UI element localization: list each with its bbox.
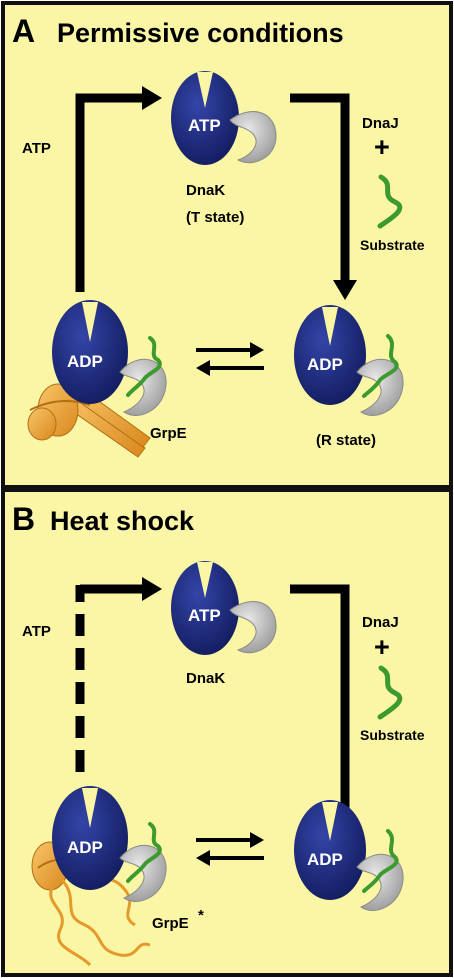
dnaj-label: DnaJ — [362, 115, 399, 132]
grpe-label: GrpE — [150, 425, 187, 442]
bound-substrate — [126, 822, 162, 883]
dnak-label-b: DnaK — [186, 670, 225, 687]
dnak-cleft — [197, 72, 213, 108]
bound-substrate — [126, 336, 162, 397]
dnak-label: DnaK — [186, 182, 225, 199]
dnak-top-nucleotide-b: ATP — [188, 606, 221, 625]
panel-b-title: Heat shock — [50, 506, 195, 536]
panel-b-letter: B — [12, 501, 35, 537]
dnak-left-nucleotide-b: ADP — [67, 838, 103, 857]
plus-sign-b: + — [374, 632, 390, 662]
dnak-atp-complex: ATP — [171, 71, 277, 165]
activation-arrowhead — [142, 86, 162, 110]
dnak-nbd-shape — [171, 71, 239, 165]
binding-arrow — [290, 93, 350, 285]
dnak-adp-substrate-complex-b: ADP — [294, 800, 404, 912]
dnak-atp-complex-b: ATP — [171, 561, 277, 655]
dnak-right-nucleotide-b: ADP — [307, 850, 343, 869]
atp-input-label: ATP — [22, 140, 51, 157]
dnak-adp-substrate-complex: ADP — [294, 305, 404, 417]
grpe-heat-mark: * — [198, 907, 204, 924]
equilibrium-arrows-b — [196, 832, 264, 866]
dnak-left-nucleotide: ADP — [67, 352, 103, 371]
dnak-nbd-shape — [171, 561, 239, 655]
substrate-label: Substrate — [360, 237, 425, 253]
dnak-cleft — [322, 802, 338, 841]
dnak-nbd-shape — [294, 305, 366, 405]
binding-arrow-b — [290, 584, 350, 822]
activation-arrowhead — [142, 577, 162, 601]
dnak-cleft — [197, 562, 213, 598]
dnak-right-nucleotide: ADP — [307, 355, 343, 374]
dnak-top-nucleotide: ATP — [188, 116, 221, 135]
r-state-label: (R state) — [316, 432, 376, 449]
dnak-sbd-shape — [119, 358, 167, 417]
panel-a-title: Permissive conditions — [57, 18, 344, 48]
equilibrium-arrows — [196, 342, 264, 376]
dnak-adp-grpe-unfolded-complex: ADP — [31, 786, 167, 967]
plus-sign: + — [374, 132, 390, 162]
dnak-sbd-shape — [119, 844, 167, 903]
t-state-label: (T state) — [186, 209, 244, 226]
dnak-adp-grpe-complex: ADP — [27, 300, 167, 458]
panel-b: B Heat shock ATP ATP DnaK DnaJ + Substra… — [1, 488, 453, 977]
substrate-peptide-b — [377, 665, 403, 720]
substrate-label-b: Substrate — [360, 727, 425, 743]
dnak-nbd-shape — [294, 800, 366, 900]
dnak-cleft — [322, 307, 338, 346]
panel-a-letter: A — [12, 13, 35, 49]
dnak-cleft — [82, 788, 98, 828]
grpe-label-b: GrpE — [152, 915, 189, 932]
activation-arrow — [75, 93, 145, 292]
dnak-cleft — [82, 302, 98, 342]
bound-substrate — [362, 829, 399, 893]
atp-input-label-b: ATP — [22, 623, 51, 640]
substrate-peptide — [377, 174, 403, 229]
dnak-nbd-shape — [52, 300, 128, 404]
bound-substrate — [362, 334, 399, 398]
dnaj-label-b: DnaJ — [362, 614, 399, 631]
dnak-nbd-shape — [52, 786, 128, 890]
dnak-sbd-shape — [229, 601, 277, 654]
panel-a: A Permissive conditions ATP ATP DnaK (T … — [1, 1, 453, 489]
dnak-sbd-shape — [229, 111, 277, 164]
binding-arrowhead — [333, 280, 357, 300]
